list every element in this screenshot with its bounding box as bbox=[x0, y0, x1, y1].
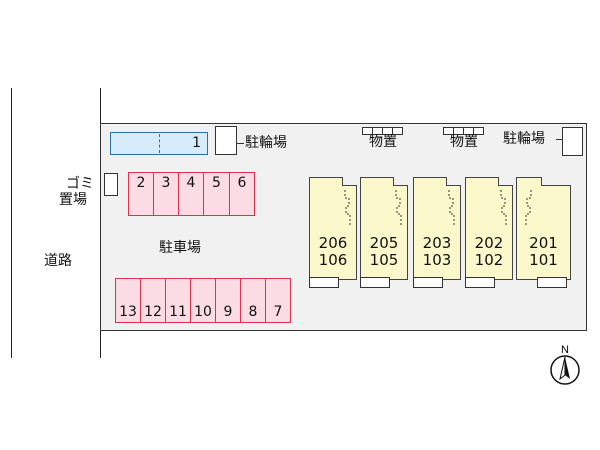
unit-number-upper: 206 bbox=[318, 234, 348, 252]
balcony bbox=[413, 277, 443, 288]
road-edge-left bbox=[11, 88, 12, 358]
compass-label: N bbox=[561, 344, 569, 356]
bike-shed-left bbox=[215, 126, 237, 155]
parking-space: 5 bbox=[203, 172, 230, 216]
unit-number-lower: 103 bbox=[422, 251, 452, 269]
balcony bbox=[537, 277, 567, 288]
bike-parking-left-label: 駐輪場 bbox=[245, 135, 287, 151]
north-arrow-icon: N bbox=[550, 344, 580, 385]
parking-space: 9 bbox=[215, 278, 241, 323]
storage-label-2: 物置 bbox=[450, 134, 478, 150]
bike-shed-left-pointer bbox=[237, 143, 244, 144]
bike-parking-number: 1 bbox=[192, 135, 201, 151]
unit-number-lower: 101 bbox=[529, 251, 558, 269]
bike-shed-right-pointer bbox=[556, 139, 563, 140]
parking-space: 3 bbox=[153, 172, 179, 216]
garbage-box bbox=[104, 173, 118, 196]
bike-parking-right-label: 駐輪場 bbox=[503, 131, 545, 147]
parking-space: 11 bbox=[165, 278, 191, 323]
parking-space: 13 bbox=[115, 278, 141, 323]
parking-space: 7 bbox=[265, 278, 291, 323]
balcony bbox=[360, 277, 390, 288]
bike-shed-right bbox=[562, 127, 583, 156]
parking-space: 12 bbox=[140, 278, 166, 323]
unit-number-upper: 202 bbox=[474, 234, 504, 252]
parking-space: 4 bbox=[178, 172, 204, 216]
unit-number-upper: 205 bbox=[369, 234, 399, 252]
garbage-label-line1: ゴミ bbox=[66, 176, 94, 192]
storage-label-1: 物置 bbox=[369, 134, 397, 150]
parking-space: 6 bbox=[229, 172, 255, 216]
balcony bbox=[465, 277, 495, 288]
garbage-label-line2: 置場 bbox=[59, 192, 87, 208]
bike-parking-1: 1 bbox=[110, 132, 208, 155]
storage-shed-1-shape bbox=[362, 127, 403, 135]
unit-number-upper: 203 bbox=[422, 234, 452, 252]
parking-label: 駐車場 bbox=[159, 240, 201, 256]
parking-space: 8 bbox=[240, 278, 266, 323]
storage-shed-2-shape bbox=[443, 127, 484, 135]
balcony bbox=[309, 277, 339, 288]
parking-space: 10 bbox=[190, 278, 216, 323]
unit-number-lower: 106 bbox=[318, 251, 348, 269]
parking-space: 2 bbox=[128, 172, 154, 216]
bike-divider bbox=[159, 134, 160, 153]
unit-number-lower: 102 bbox=[474, 251, 504, 269]
unit-number-lower: 105 bbox=[369, 251, 399, 269]
road-label: 道路 bbox=[44, 253, 72, 269]
unit-number-upper: 201 bbox=[529, 234, 558, 252]
